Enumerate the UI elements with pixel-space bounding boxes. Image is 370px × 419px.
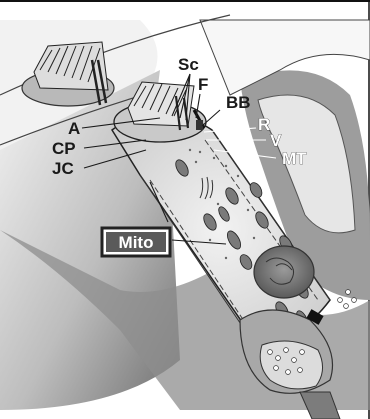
label-sc: Sc (178, 55, 199, 74)
label-bb: BB (226, 93, 251, 112)
label-mt: MT (282, 149, 307, 168)
stereocilia-bundle (128, 82, 194, 130)
label-r: R (258, 115, 270, 134)
nucleus (254, 246, 314, 298)
label-a: A (68, 119, 80, 138)
label-f: F (198, 75, 208, 94)
label-jc: JC (52, 159, 74, 178)
mito-label-box: Mito (102, 228, 170, 256)
label-mito: Mito (119, 233, 154, 252)
label-v: V (270, 131, 282, 150)
label-cp: CP (52, 139, 76, 158)
